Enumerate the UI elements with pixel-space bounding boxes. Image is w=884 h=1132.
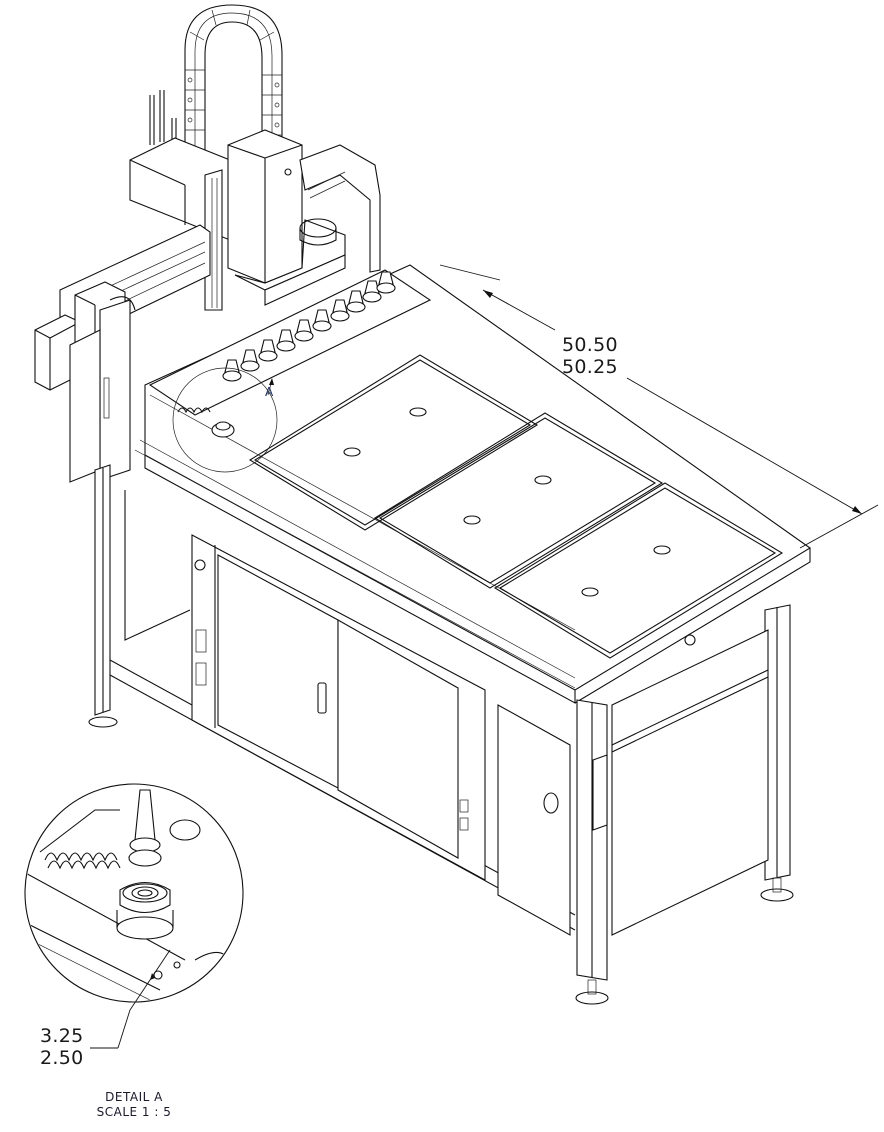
tool-rack <box>148 269 432 438</box>
detail-a-callout-circle <box>172 367 278 473</box>
cable-carrier <box>184 4 283 160</box>
cabinet-door-right[interactable] <box>337 619 469 859</box>
detail-a-marker: A <box>265 385 274 399</box>
vacuum-pod-1 <box>248 354 539 531</box>
cabinet-door-side[interactable] <box>497 704 571 936</box>
detail-view-scale: SCALE 1 : 5 <box>96 1105 172 1119</box>
dimension-table-length <box>439 264 879 549</box>
bed-port <box>684 634 696 646</box>
dimension-table-length-upper: 50.50 <box>562 334 618 356</box>
end-cabinet <box>592 629 769 936</box>
detail-view-title: DETAIL A <box>105 1090 163 1104</box>
vacuum-pod-3 <box>493 482 784 659</box>
dimension-table-length-lower: 50.25 <box>562 356 618 378</box>
spindle-housing <box>227 129 346 306</box>
cabinet-door-left[interactable] <box>217 554 339 789</box>
detail-a-view <box>24 783 244 1049</box>
vacuum-pod-2 <box>373 412 664 589</box>
dimension-detail-offset-lower: 2.50 <box>40 1047 84 1069</box>
dimension-detail-offset-upper: 3.25 <box>40 1025 84 1047</box>
